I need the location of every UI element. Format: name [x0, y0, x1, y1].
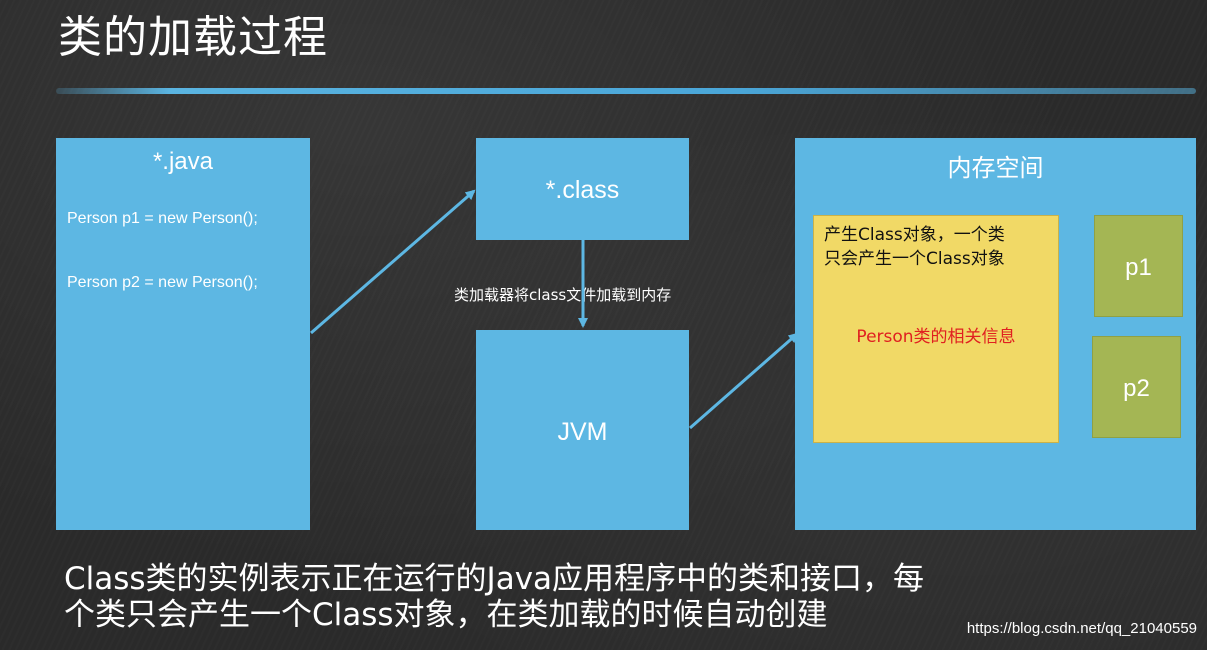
- title-underline: [56, 88, 1196, 94]
- arrow-java-to-class: [310, 189, 476, 335]
- page-title: 类的加载过程: [58, 12, 328, 63]
- class-box-title: *.class: [545, 176, 620, 204]
- jvm-box: JVM: [476, 330, 689, 530]
- java-code-line-2: Person p2 = new Person();: [67, 274, 258, 291]
- classloader-caption: 类加载器将class文件加载到内存: [454, 286, 672, 304]
- object-p2-box: p2: [1092, 336, 1181, 438]
- person-class-info: Person类的相关信息: [856, 327, 1016, 347]
- java-box-title: *.java: [152, 148, 214, 175]
- bottom-description: Class类的实例表示正在运行的Java应用程序中的类和接口，每 个类只会产生一…: [64, 561, 1064, 633]
- class-file-box: *.class: [476, 138, 689, 240]
- bottom-description-line-1: Class类的实例表示正在运行的Java应用程序中的类和接口，每: [64, 561, 925, 597]
- arrow-jvm-to-memory: [689, 332, 799, 430]
- java-code-line-1: Person p1 = new Person();: [67, 210, 258, 227]
- class-object-box: 产生Class对象，一个类 只会产生一个Class对象 Person类的相关信息: [813, 215, 1059, 443]
- jvm-box-title: JVM: [557, 418, 608, 446]
- class-object-line-1: 产生Class对象，一个类: [824, 225, 1005, 245]
- object-p1-box: p1: [1094, 215, 1183, 317]
- java-source-box: *.java Person p1 = new Person(); Person …: [56, 138, 310, 530]
- source-watermark: https://blog.csdn.net/qq_21040559: [966, 620, 1197, 637]
- memory-box-title: 内存空间: [947, 155, 1044, 182]
- object-p2-label: p2: [1123, 375, 1150, 402]
- object-p1-label: p1: [1125, 254, 1152, 281]
- bottom-description-line-2: 个类只会产生一个Class对象，在类加载的时候自动创建: [64, 597, 828, 633]
- class-object-line-2: 只会产生一个Class对象: [824, 249, 1005, 269]
